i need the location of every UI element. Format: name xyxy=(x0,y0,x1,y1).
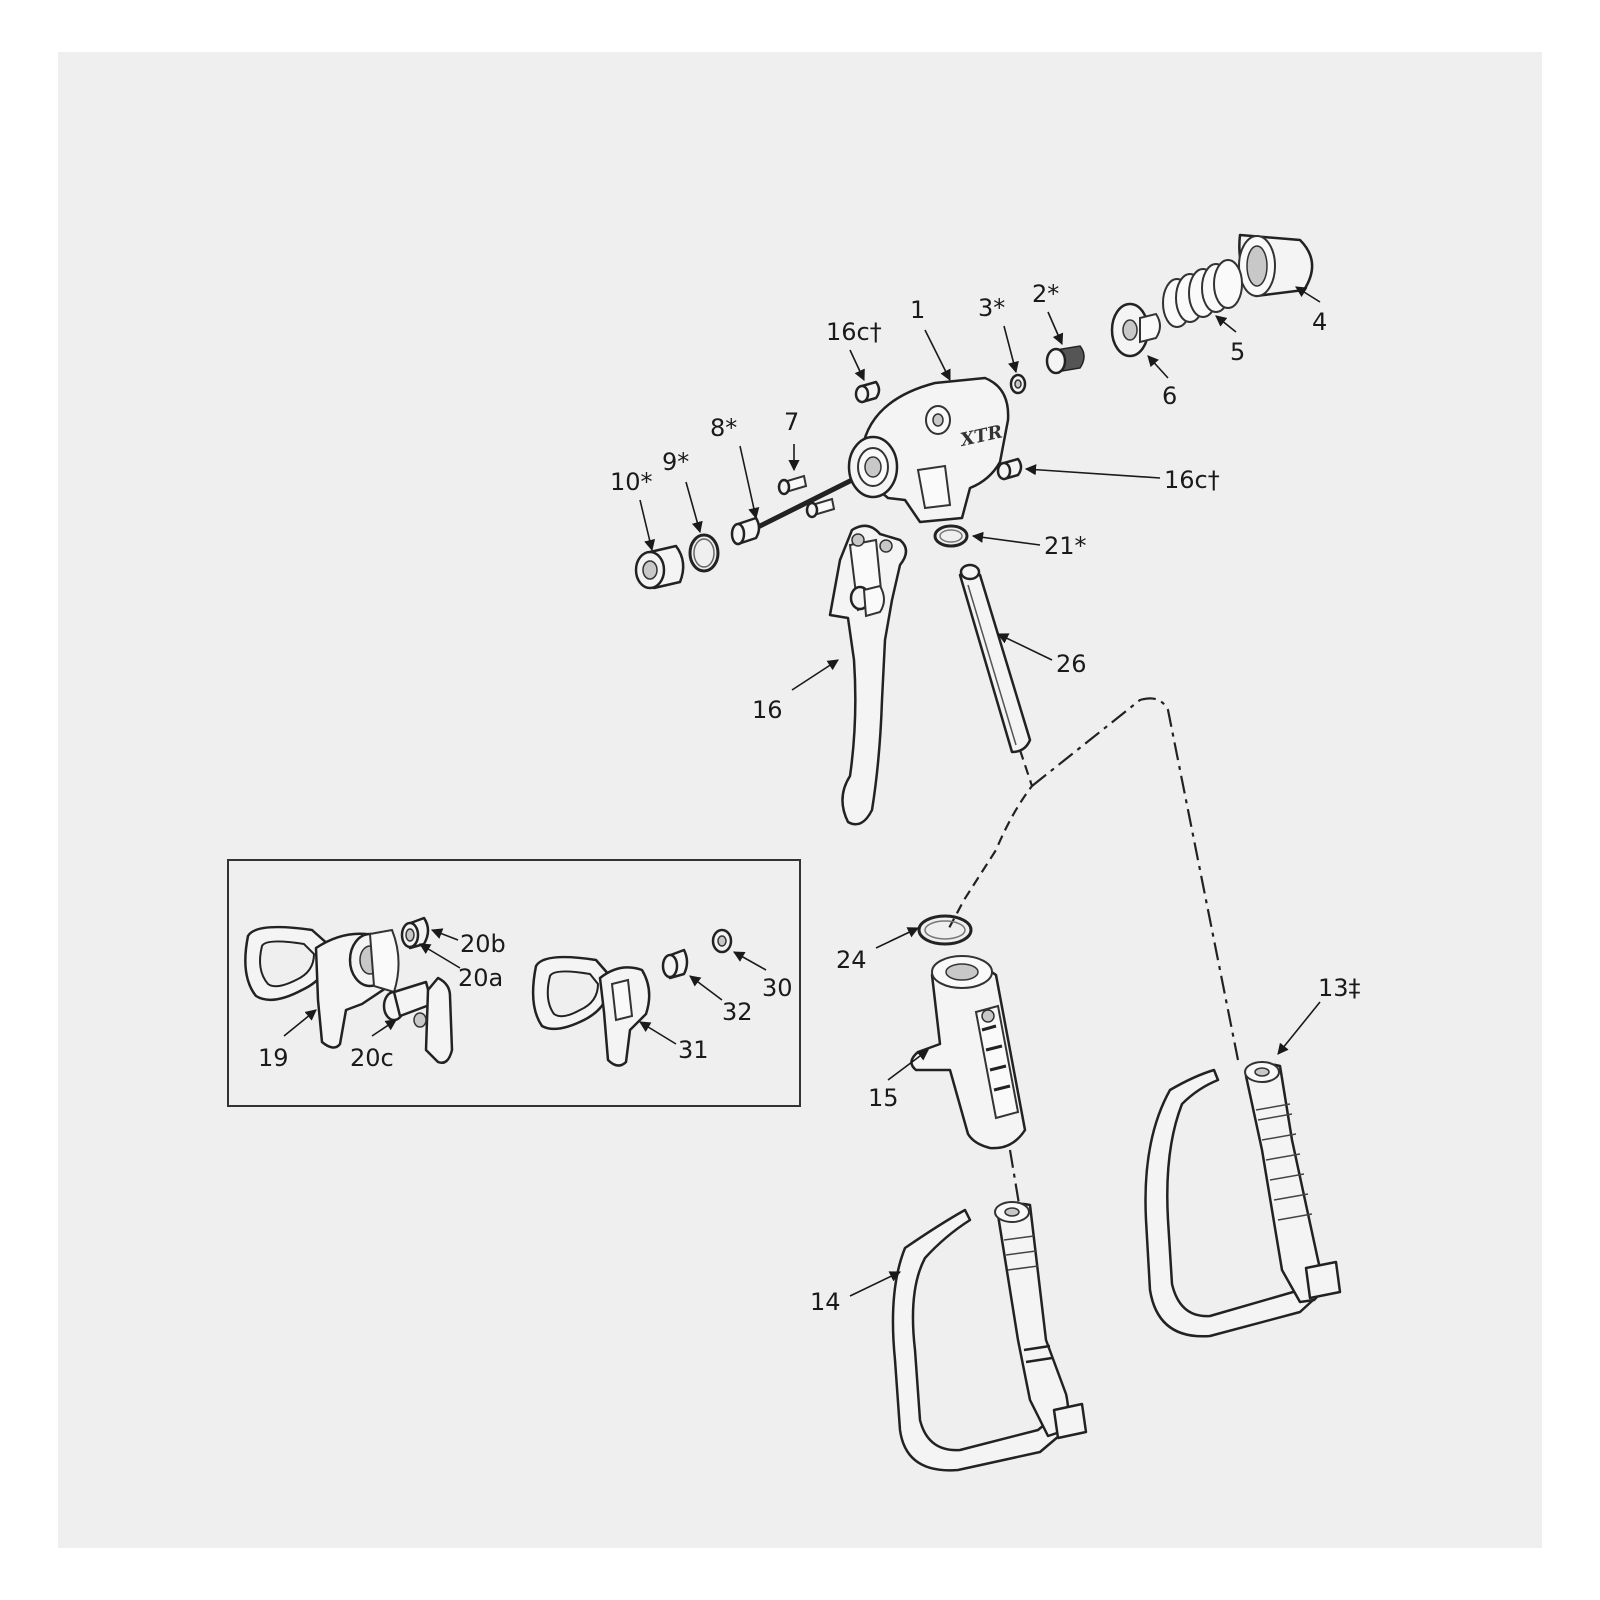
leader-31 xyxy=(639,1021,677,1045)
callout-10: 10* xyxy=(610,468,653,496)
callout-15: 15 xyxy=(868,1084,899,1112)
callout-14: 14 xyxy=(810,1288,841,1316)
leader-14 xyxy=(849,1271,902,1297)
leader-20c xyxy=(371,1019,397,1037)
callout-21: 21* xyxy=(1044,532,1087,560)
leader-21 xyxy=(971,531,1041,546)
callout-labels: 1 2* 3* 4 5 6 7 8* 9* 10* 16c† 16c† 21* … xyxy=(258,280,1361,1316)
callout-9: 9* xyxy=(662,448,689,476)
callout-5: 5 xyxy=(1230,338,1245,366)
callout-20b: 20b xyxy=(460,930,506,958)
callout-16: 16 xyxy=(752,696,783,724)
leader-20b xyxy=(430,928,459,941)
part-9-oring xyxy=(688,533,720,573)
callout-7: 7 xyxy=(784,408,799,436)
callout-24: 24 xyxy=(836,946,867,974)
leader-16c-right xyxy=(1024,464,1161,479)
leader-24 xyxy=(875,927,920,949)
leader-4 xyxy=(1295,286,1321,303)
part-16c-right-pin xyxy=(996,457,1023,481)
leader-2 xyxy=(1047,311,1064,346)
part-13-guard-assembly xyxy=(1144,1061,1342,1338)
leader-9 xyxy=(685,481,703,534)
callout-16c-top: 16c† xyxy=(826,318,882,346)
part-26-filter xyxy=(958,563,1032,754)
leader-10 xyxy=(639,499,656,552)
leader-6 xyxy=(1147,355,1169,379)
leader-5 xyxy=(1215,315,1237,333)
part-5-spring xyxy=(1162,259,1243,328)
callout-26: 26 xyxy=(1056,650,1087,678)
connection-line-dashdot xyxy=(1031,697,1240,1061)
leader-20a xyxy=(419,943,461,969)
leader-16c-top xyxy=(849,349,865,382)
callout-6: 6 xyxy=(1162,382,1177,410)
leader-15 xyxy=(887,1049,929,1081)
callout-31: 31 xyxy=(678,1036,709,1064)
callout-20c: 20c xyxy=(350,1044,394,1072)
part-19-tip-guard xyxy=(244,925,400,1049)
part-14-guard-assembly xyxy=(891,1201,1088,1472)
callout-8: 8* xyxy=(710,414,737,442)
leader-8 xyxy=(739,445,760,520)
leader-lines xyxy=(283,286,1321,1297)
diagram-background xyxy=(58,52,1542,1548)
callout-3: 3* xyxy=(978,294,1005,322)
callout-1: 1 xyxy=(910,296,925,324)
part-16c-top-pin xyxy=(854,380,881,404)
callout-4: 4 xyxy=(1312,308,1327,336)
leader-16 xyxy=(791,659,839,691)
callout-30: 30 xyxy=(762,974,793,1002)
part-31-tip-guard xyxy=(531,955,651,1067)
callout-2: 2* xyxy=(1032,280,1059,308)
connection-line-handle xyxy=(1008,1149,1022,1211)
leader-1 xyxy=(924,329,951,382)
callout-20a: 20a xyxy=(458,964,503,992)
part-10-diffuser xyxy=(634,544,685,590)
callout-13: 13‡ xyxy=(1318,974,1361,1002)
callout-32: 32 xyxy=(722,998,753,1026)
part-7-screws xyxy=(777,474,836,519)
leader-30 xyxy=(733,951,767,971)
callout-19: 19 xyxy=(258,1044,289,1072)
leader-3 xyxy=(1003,325,1019,374)
part-2-seat xyxy=(1045,345,1085,375)
part-6-retainer xyxy=(1110,302,1161,358)
leader-26 xyxy=(996,633,1053,661)
part-30-washer xyxy=(711,928,733,954)
callout-16c-right: 16c† xyxy=(1164,466,1220,494)
part-20c-tip xyxy=(382,976,454,1064)
part-1-gun-body: XTR xyxy=(847,376,1010,524)
leader-13 xyxy=(1277,1001,1321,1055)
part-3-oring xyxy=(1009,373,1027,395)
leader-32 xyxy=(689,975,723,1001)
leader-19 xyxy=(283,1009,317,1037)
tip-guard-inset-box xyxy=(227,859,801,1107)
part-21-gasket xyxy=(933,524,969,548)
part-4-nut xyxy=(1238,233,1314,298)
part-16-trigger xyxy=(828,524,908,826)
part-32-seal xyxy=(661,948,689,980)
connection-line-dashed xyxy=(947,749,1034,931)
